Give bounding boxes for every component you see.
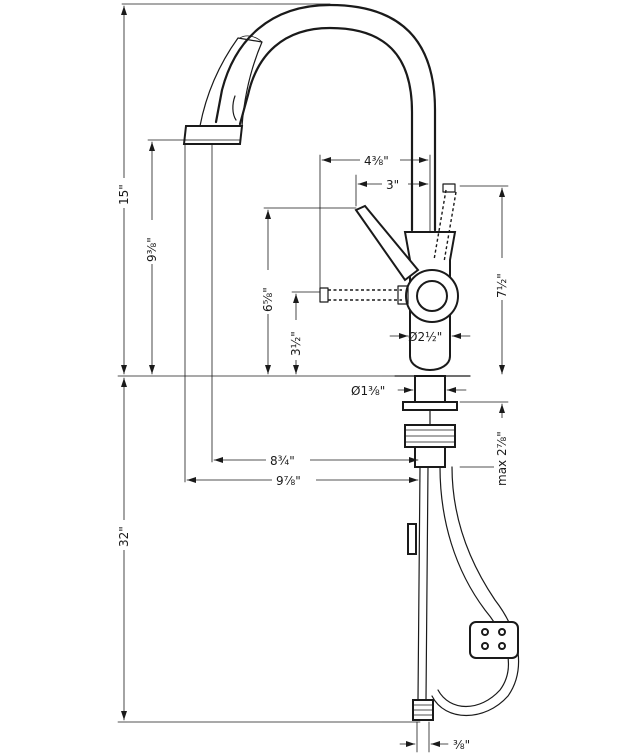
dim-handle-reach-inner: 3" <box>386 178 399 192</box>
faucet-outline <box>182 3 520 721</box>
dim-body-diameter: Ø2½" <box>408 330 442 344</box>
dimension-labels: 15" 32" 9⅜" 6⅝" 3½" 7½" max 2⅞" 4⅜" 3" Ø… <box>116 152 510 752</box>
extension-lines <box>117 3 509 753</box>
dim-spout-reach-inner: 8¾" <box>270 454 295 468</box>
dim-connection-size: ⅜" <box>453 738 470 752</box>
dim-body-height: 7½" <box>495 273 509 298</box>
dim-handle-reach-outer: 4⅜" <box>364 154 389 168</box>
dim-spout-reach-outer: 9⅞" <box>276 474 301 488</box>
dim-total-height-above: 15" <box>117 184 131 205</box>
dim-total-height-below: 32" <box>117 526 131 547</box>
dim-spout-clearance: 9⅜" <box>145 237 159 262</box>
dim-handle-pivot-height: 3½" <box>289 331 303 356</box>
dim-max-deck-thickness: max 2⅞" <box>495 431 509 486</box>
dim-handle-height: 6⅝" <box>261 287 275 312</box>
dim-shank-diameter: Ø1⅜" <box>351 384 385 398</box>
